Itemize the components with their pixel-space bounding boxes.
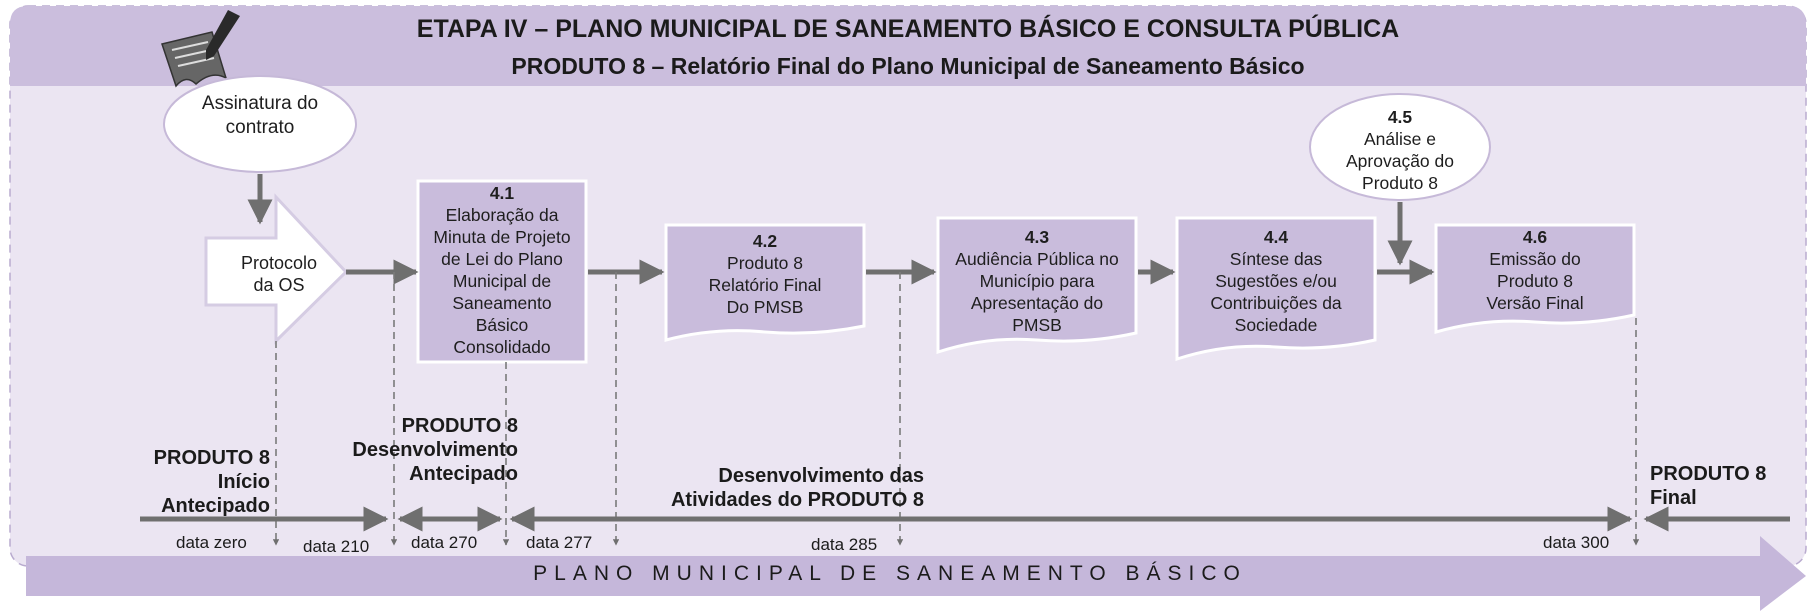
label-produto-final: PRODUTO 8 Final — [1650, 463, 1767, 509]
label-inicio-antecipado: PRODUTO 8 Início Antecipado — [153, 447, 270, 517]
document-pen-icon — [161, 10, 240, 88]
band-label: PLANO MUNICIPAL DE SANEAMENTO BÁSICO — [533, 562, 1247, 585]
step-box-4-1 — [416, 179, 588, 364]
step-box-4-4 — [1175, 216, 1377, 362]
header-band — [10, 6, 1806, 86]
label-desenvolvimento-atividades: Desenvolvimento das Atividades do PRODUT… — [670, 465, 924, 511]
bottom-band-arrow — [26, 536, 1806, 611]
step-box-4-6 — [1434, 223, 1636, 334]
protocol-arrow-shape — [204, 193, 349, 345]
header-title-line2: PRODUTO 8 – Relatório Final do Plano Mun… — [511, 53, 1305, 79]
date-label-210: data 210 — [303, 537, 370, 556]
step-box-4-3 — [936, 216, 1138, 355]
date-label-277: data 277 — [526, 533, 593, 552]
date-label-300: data 300 — [1543, 533, 1610, 552]
header-title-line1: ETAPA IV – PLANO MUNICIPAL DE SANEAMENTO… — [416, 15, 1400, 43]
start-ellipse — [163, 75, 357, 173]
date-label-285: data 285 — [811, 535, 878, 554]
date-label-270: data 270 — [411, 533, 478, 552]
step-box-4-2 — [664, 223, 866, 342]
protocol-label: Protocolo da OS — [240, 253, 318, 295]
start-label: Assinatura do contrato — [201, 93, 319, 138]
label-desenvolvimento-antecipado: PRODUTO 8 Desenvolvimento Antecipado — [352, 415, 518, 485]
step-ellipse-4-5 — [1309, 93, 1491, 201]
date-label-zero: data zero — [176, 533, 247, 552]
